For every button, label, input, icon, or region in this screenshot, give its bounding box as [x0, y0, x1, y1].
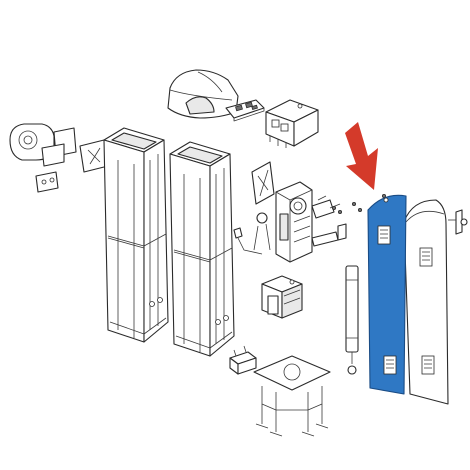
column-housing-left[interactable] [103, 127, 169, 343]
spring[interactable] [345, 265, 359, 375]
outer-door[interactable] [403, 199, 449, 405]
screws [331, 193, 386, 214]
column-housing-right[interactable] [169, 141, 235, 357]
transformer[interactable] [261, 275, 303, 319]
gear-motor[interactable] [233, 161, 347, 263]
lock-lever[interactable] [448, 209, 468, 235]
inner-panel[interactable] [367, 194, 407, 395]
terminal-block[interactable] [229, 345, 257, 375]
bracket-assembly[interactable] [9, 123, 109, 193]
motor-cover[interactable] [167, 69, 239, 119]
anchor-plate[interactable] [253, 355, 331, 437]
control-box[interactable] [265, 99, 319, 148]
control-board[interactable] [225, 99, 265, 122]
pointer-arrow [345, 122, 378, 190]
